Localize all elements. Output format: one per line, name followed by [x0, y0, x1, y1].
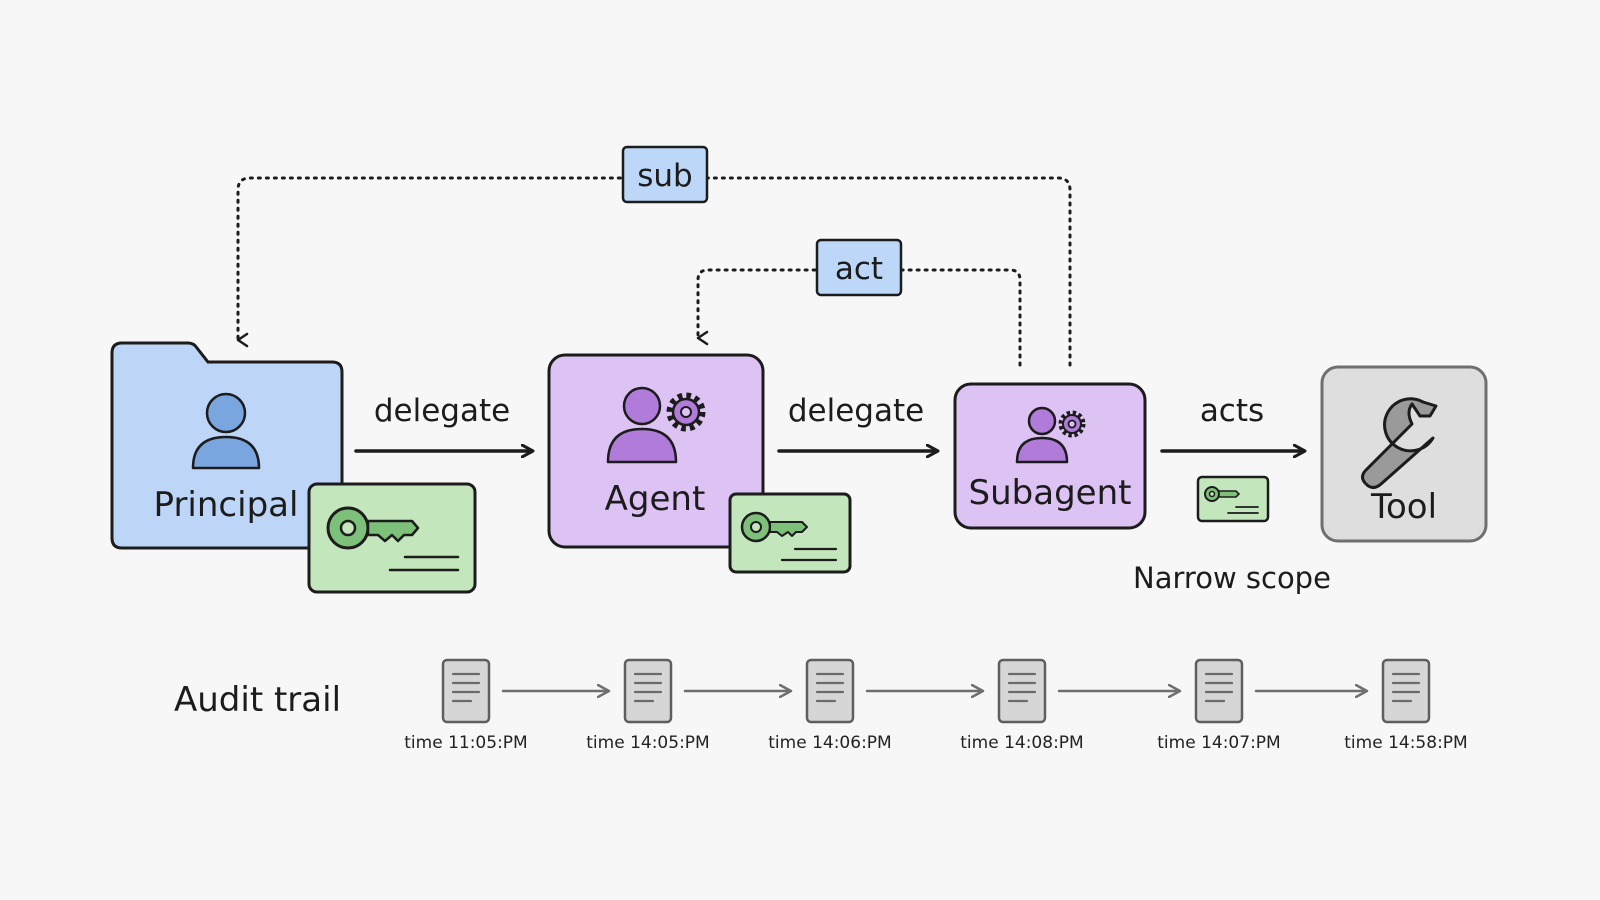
audit-entry: time 14:58:PM — [1344, 658, 1468, 753]
sub-claim-chip: sub — [621, 145, 709, 204]
narrow-credential-card — [1196, 475, 1270, 523]
audit-entry: time 14:06:PM — [768, 658, 892, 753]
audit-trail-row: time 11:05:PM time 14:05:PM time 14:06:PM t… — [404, 658, 1468, 753]
audit-time-label: time 14:06:PM — [768, 733, 891, 753]
audit-entry: time 14:08:PM — [960, 658, 1084, 753]
sub-claim-label: sub — [637, 158, 692, 194]
delegate-label-1: delegate — [374, 393, 510, 429]
audit-entry: time 14:07:PM — [1157, 658, 1281, 753]
audit-time-label: time 14:05:PM — [586, 733, 709, 753]
act-claim-connector — [696, 268, 1022, 367]
document-icon — [441, 658, 491, 724]
audit-entry: time 14:05:PM — [586, 658, 710, 753]
principal-label: Principal — [154, 485, 299, 525]
delegate-label-2: delegate — [788, 393, 924, 429]
audit-time-label: time 14:58:PM — [1344, 733, 1467, 753]
acts-edge: acts — [1160, 393, 1304, 451]
document-icon — [805, 658, 855, 724]
document-icon — [623, 658, 673, 724]
subagent-label: Subagent — [969, 473, 1132, 513]
key-icon — [1204, 486, 1241, 502]
key-icon — [326, 506, 420, 550]
audit-entry: time 11:05:PM — [404, 658, 528, 753]
act-claim-chip: act — [815, 238, 903, 297]
agent-label: Agent — [605, 479, 706, 519]
document-icon — [1381, 658, 1431, 724]
audit-time-label: time 14:08:PM — [960, 733, 1083, 753]
document-icon — [997, 658, 1047, 724]
subagent-node: Subagent — [953, 382, 1147, 530]
person-icon — [191, 392, 261, 470]
document-icon — [1194, 658, 1244, 724]
key-icon — [740, 511, 808, 543]
principal-credential-card — [307, 482, 477, 594]
narrow-scope-label: Narrow scope — [1133, 561, 1331, 595]
tool-label: Tool — [1370, 487, 1437, 527]
delegate-edge-2: delegate — [777, 393, 937, 451]
audit-trail-title: Audit trail — [174, 680, 341, 720]
agent-credential-card — [728, 492, 852, 574]
sub-claim-connector — [236, 176, 1072, 367]
acts-label: acts — [1200, 393, 1264, 429]
delegate-edge-1: delegate — [354, 393, 532, 451]
gear-icon — [1058, 410, 1086, 438]
principal-node: Principal — [110, 341, 344, 550]
agent-person-icon — [606, 386, 678, 464]
audit-time-label: time 14:07:PM — [1157, 733, 1280, 753]
subagent-person-icon — [1015, 406, 1069, 464]
audit-time-label: time 11:05:PM — [404, 733, 527, 753]
act-claim-label: act — [835, 251, 883, 287]
agent-node: Agent — [547, 353, 765, 549]
gear-icon — [666, 392, 706, 432]
wrench-icon — [1361, 397, 1438, 489]
tool-node: Tool — [1320, 365, 1488, 543]
